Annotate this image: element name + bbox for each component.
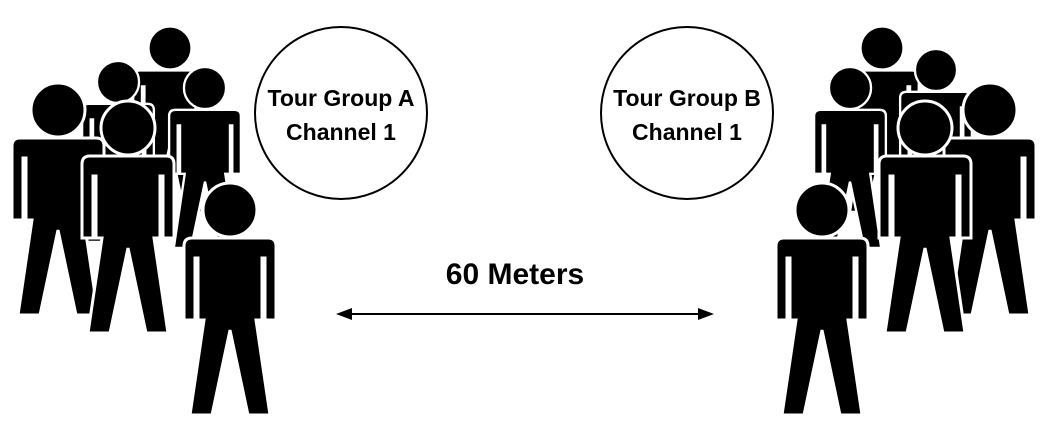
group-b-channel: Channel 1	[632, 119, 742, 145]
group-b-channel-bubble: Tour Group B Channel 1	[600, 26, 774, 200]
person-figure	[774, 181, 870, 417]
arrow-head-right-icon	[698, 308, 714, 320]
tour-group-a-crowd	[10, 25, 278, 417]
group-b-name: Tour Group B	[613, 85, 761, 111]
arrow-head-left-icon	[336, 308, 352, 320]
group-b-circle	[600, 26, 774, 200]
group-a-name: Tour Group A	[268, 85, 415, 111]
group-a-circle	[254, 26, 428, 200]
distance-label: 60 Meters	[446, 258, 584, 291]
group-a-channel-bubble: Tour Group A Channel 1	[254, 26, 428, 200]
distance-arrow	[336, 308, 714, 320]
tour-group-b-crowd	[774, 25, 1038, 417]
group-a-channel: Channel 1	[286, 119, 396, 145]
